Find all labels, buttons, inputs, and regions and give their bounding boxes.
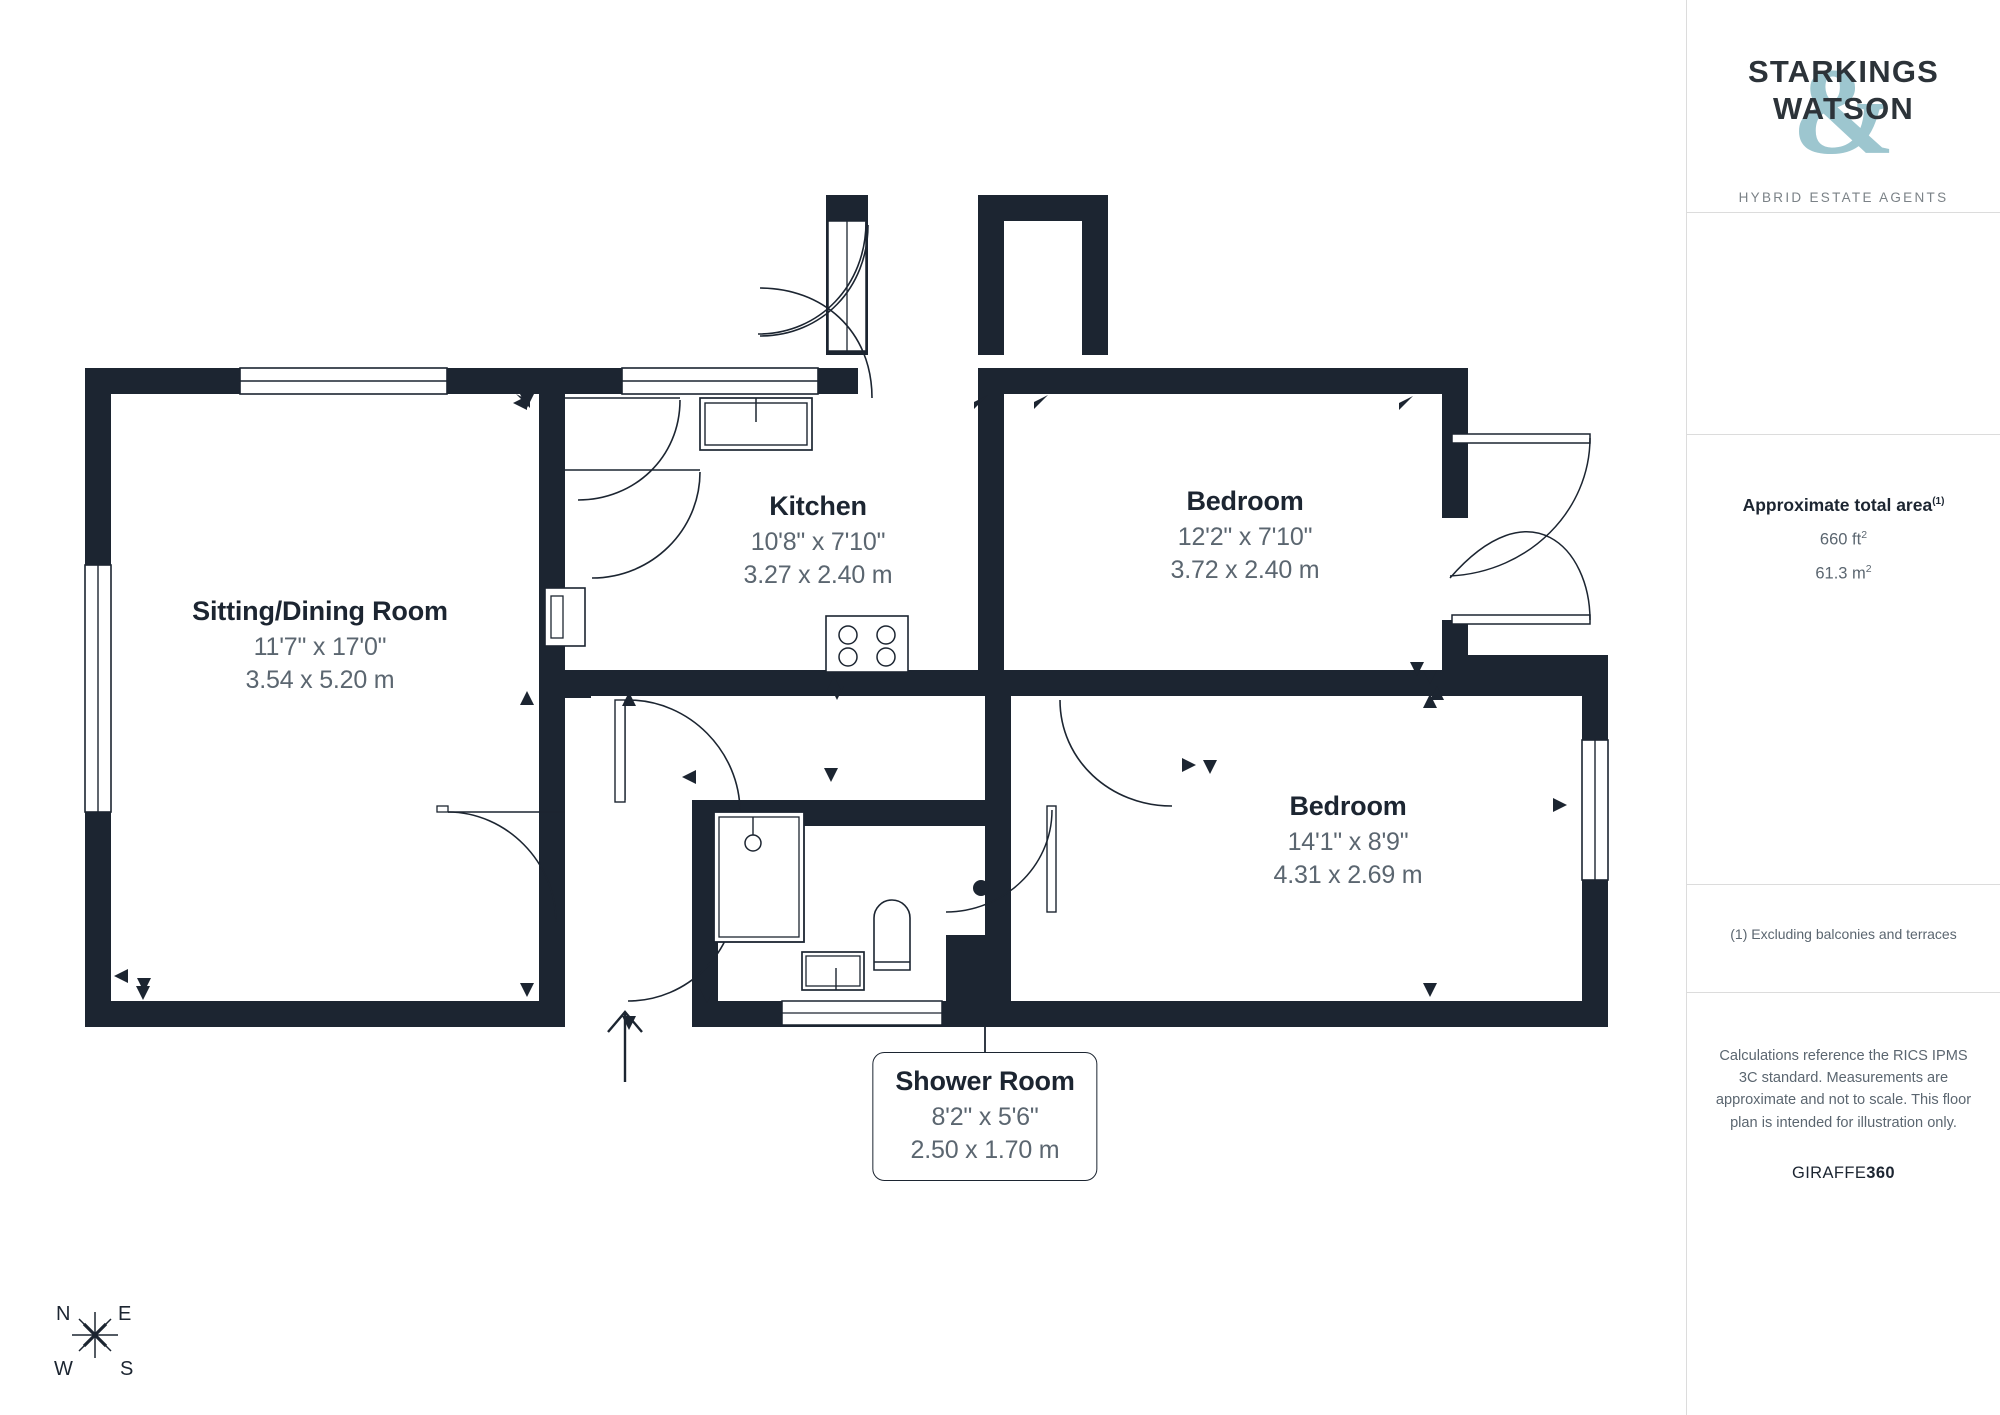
window-sitting-top [239, 367, 448, 395]
room-name: Shower Room [895, 1066, 1075, 1096]
floor-plan-drawing [84, 195, 1609, 1082]
walls-kitchen-hall [565, 195, 1448, 696]
entrance-arrow [607, 1010, 643, 1082]
logo-line-1: STARKINGS [1747, 54, 1940, 89]
room-dimensions-metric: 3.54 x 5.20 m [245, 666, 395, 695]
total-area-metric-unit-sup: 2 [1865, 562, 1872, 575]
bathroom-counter [781, 1000, 943, 1026]
footnote-text: (1) Excluding balconies and terraces [1730, 926, 1957, 942]
disclaimer-text: Calculations reference the RICS IPMS 3C … [1715, 1048, 1972, 1131]
room-dimensions-imperial: 14'1" x 8'9" [1287, 828, 1409, 857]
room-label-sitting-dining-room: Sitting/Dining Room 11'7" x 17'0" 3.54 x… [192, 595, 448, 696]
sidebar-spacer [1687, 213, 2000, 435]
toilet [873, 899, 911, 971]
room-name: Bedroom [1186, 486, 1304, 516]
total-area-imperial: 660 ft2 [1687, 529, 2000, 550]
window-bedroom-2-right [1581, 739, 1609, 881]
total-area-title: Approximate total area(1) [1687, 495, 2000, 516]
compass-label-east: E [118, 1303, 132, 1325]
room-name: Bedroom [1289, 791, 1407, 821]
disclaimer-cell: Calculations reference the RICS IPMS 3C … [1687, 993, 2000, 1415]
door-shower-room [945, 805, 1057, 913]
logo-line-2: WATSON [1773, 90, 1914, 126]
room-dimensions-imperial: 11'7" x 17'0" [253, 633, 387, 662]
room-label-bedroom-1: Bedroom 12'2" x 7'10" 3.72 x 2.40 m [1171, 485, 1320, 586]
total-area-cell: Approximate total area(1) 660 ft2 61.3 m… [1687, 435, 2000, 885]
room-dimensions-imperial: 8'2" x 5'6" [931, 1103, 1039, 1132]
dimension-markers [114, 394, 1567, 1030]
room-label-bedroom-2: Bedroom 14'1" x 8'9" 4.31 x 2.69 m [1274, 790, 1423, 891]
floor-plan-canvas: Sitting/Dining Room 11'7" x 17'0" 3.54 x… [40, 195, 1609, 1395]
agency-logo-cell: & STARKINGS WATSON HYBRID ESTATE AGENTS [1687, 0, 2000, 213]
room-name: Kitchen [769, 491, 867, 521]
total-area-imperial-value: 660 ft [1819, 530, 1862, 549]
total-area-metric: 61.3 m2 [1687, 563, 2000, 584]
compass-label-west: W [54, 1358, 73, 1380]
door-knob-marker [973, 880, 989, 896]
door-frames [436, 699, 626, 813]
walls [85, 368, 622, 1027]
info-sidebar: & STARKINGS WATSON HYBRID ESTATE AGENTS … [1686, 0, 2000, 1415]
walls-hall [565, 670, 1011, 698]
room-label-shower-room: Shower Room 8'2" x 5'6" 2.50 x 1.70 m [872, 1052, 1098, 1182]
logo-tagline: HYBRID ESTATE AGENTS [1738, 190, 1949, 205]
room-dimensions-imperial: 12'2" x 7'10" [1177, 523, 1313, 552]
compass-label-south: S [120, 1358, 134, 1380]
room-dimensions-imperial: 10'8" x 7'10" [750, 528, 886, 557]
compass-star-icon [72, 1312, 118, 1358]
giraffe360-brand: GIRAFFE360 [1709, 1164, 1978, 1183]
compass-rose: N E W S [40, 1295, 150, 1395]
kitchen-hob [825, 615, 909, 673]
total-area-title-superscript: (1) [1932, 496, 1945, 508]
footnote-cell: (1) Excluding balconies and terraces [1687, 885, 2000, 993]
room-dimensions-metric: 2.50 x 1.70 m [910, 1136, 1060, 1165]
room-dimensions-metric: 3.72 x 2.40 m [1170, 556, 1320, 585]
room-dimensions-metric: 3.27 x 2.40 m [743, 561, 893, 590]
window-kitchen-top [621, 367, 819, 395]
total-area-metric-value: 61.3 m [1815, 564, 1866, 582]
window-sitting-left [84, 564, 112, 813]
bathroom-basin [801, 951, 865, 991]
kitchen-sink [699, 397, 813, 451]
shower-tray [713, 811, 805, 943]
french-doors-bedroom-1 [1449, 433, 1591, 625]
agency-logo: & STARKINGS WATSON [1729, 50, 1959, 174]
total-area-title-text: Approximate total area [1742, 495, 1933, 515]
room-name: Sitting/Dining Room [192, 596, 448, 626]
total-area-imperial-unit-sup: 2 [1861, 529, 1868, 541]
walls-bedroom-2 [985, 655, 1608, 1027]
room-dimensions-metric: 4.31 x 2.69 m [1273, 861, 1423, 890]
ampersand-icon: & [1791, 43, 1896, 180]
compass-label-north: N [56, 1303, 71, 1325]
brand-suffix: 360 [1866, 1163, 1896, 1182]
brand-prefix: GIRAFFE [1791, 1163, 1867, 1182]
radiator-sitting-room [544, 587, 586, 647]
room-label-kitchen: Kitchen 10'8" x 7'10" 3.27 x 2.40 m [744, 490, 893, 591]
